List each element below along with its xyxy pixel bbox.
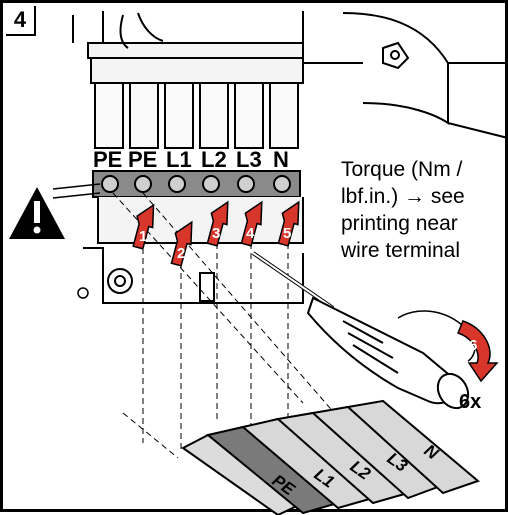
arrow-4: 4 <box>240 200 263 247</box>
arrow-5-number: 5 <box>283 225 291 242</box>
arrow-2-number: 2 <box>177 245 185 262</box>
torque-note-line-2: lbf.in.) → see <box>341 185 465 208</box>
guide-lines <box>112 192 344 459</box>
terminal-label-n: N <box>273 147 289 172</box>
step-number: 4 <box>6 6 36 36</box>
screwdriver-icon <box>251 251 476 410</box>
arrow-1: 1 <box>132 203 155 250</box>
arrow-4-number: 4 <box>246 225 255 242</box>
terminal-label-pe-2: PE <box>128 147 157 172</box>
rotation-arrow-number: 6 <box>469 337 477 354</box>
arrow-3: 3 <box>206 200 229 247</box>
wire-bundle <box>181 399 480 515</box>
arrow-3-number: 3 <box>212 225 220 242</box>
torque-note-line-3: printing near <box>341 212 458 235</box>
wire-n <box>345 399 480 495</box>
torque-note: Torque (Nm / lbf.in.) → see printing nea… <box>341 156 501 264</box>
terminal-label-pe-1: PE <box>93 147 122 172</box>
arrow-5: 5 <box>277 200 300 247</box>
inverter-housing <box>72 11 508 139</box>
terminal-label-l3: L3 <box>236 147 262 172</box>
wiring-diagram: PE PE L1 L2 L3 N 1 <box>9 11 508 515</box>
repeat-count: 6x <box>459 391 482 413</box>
warning-triangle-icon <box>9 183 101 239</box>
torque-note-line-1: Torque (Nm / <box>341 158 463 181</box>
arrow-1-number: 1 <box>139 228 147 245</box>
rotation-arrow-6: 6 <box>456 320 499 383</box>
arrow-2: 2 <box>170 220 193 267</box>
terminal-label-l2: L2 <box>201 147 227 172</box>
torque-note-line-4: wire terminal <box>341 239 461 262</box>
terminal-label-l1: L1 <box>166 147 192 172</box>
